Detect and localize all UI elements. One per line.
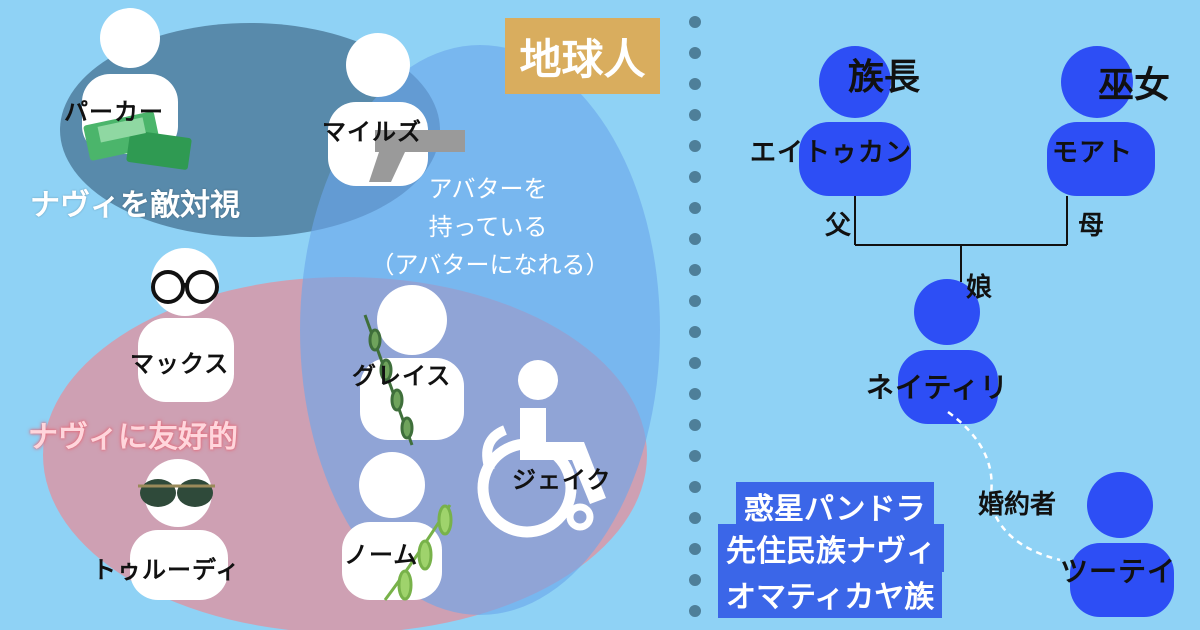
norm-figure	[342, 452, 442, 600]
tribe-line-3: オマティカヤ族	[718, 570, 943, 618]
friendly-group-label: ナヴィに友好的	[28, 420, 238, 455]
laurel-icon	[383, 504, 453, 601]
avatar-note-line2: 持っている	[428, 213, 548, 241]
gun-icon	[369, 130, 465, 182]
hostile-group-label: ナヴィを敵対視	[30, 188, 240, 223]
miles-label: マイルズ	[322, 118, 422, 146]
chief-figure	[799, 46, 911, 196]
jake-wheelchair-figure	[477, 360, 606, 538]
money-icon	[83, 111, 192, 170]
family-tree-lines	[854, 196, 1068, 282]
avatar-note-line1: アバターを	[428, 175, 548, 203]
chief-name-label: エイトゥカン	[750, 138, 913, 168]
tsutey-label: ツーテイ	[1060, 555, 1177, 588]
jake-label: ジェイク	[512, 466, 612, 494]
shaman-name-label: モアト	[1052, 138, 1134, 168]
daughter-label: 娘	[966, 273, 993, 303]
max-label: マックス	[130, 350, 230, 378]
navi-figures	[799, 46, 1174, 617]
shaman-role-label: 巫女	[1098, 65, 1171, 106]
shaman-figure	[1047, 46, 1155, 196]
avatar-note-line3: （アバターになれる）	[370, 251, 610, 279]
tribe-line-2: 先住民族ナヴィ	[718, 524, 944, 572]
father-label: 父	[825, 211, 852, 241]
glasses-icon	[151, 270, 219, 304]
grace-figure	[360, 285, 464, 440]
neytiri-label: ネイティリ	[866, 371, 1009, 404]
mother-label: 母	[1078, 211, 1105, 241]
trudy-figure	[130, 459, 228, 600]
parker-label: パーカー	[64, 98, 164, 126]
earthlings-badge: 地球人	[505, 18, 660, 94]
grace-label: グレイス	[352, 362, 452, 390]
fiance-label: 婚約者	[978, 490, 1057, 520]
trudy-label: トゥルーディ	[92, 556, 241, 584]
tribe-line-1: 惑星パンドラ	[736, 482, 934, 530]
herb-icon	[363, 314, 414, 446]
sunglasses-icon	[138, 479, 215, 507]
chief-role-label: 族長	[848, 57, 921, 98]
fiance-link	[947, 410, 1061, 562]
norm-label: ノーム	[344, 541, 419, 569]
neytiri-figure	[898, 279, 998, 424]
tsutey-figure	[1070, 472, 1174, 617]
